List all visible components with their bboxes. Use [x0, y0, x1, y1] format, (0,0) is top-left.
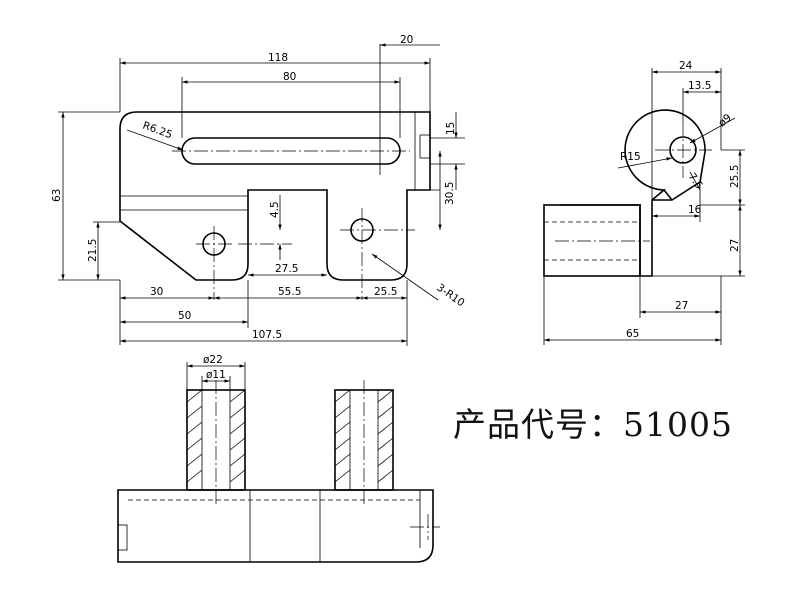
dim-21-5: 21.5: [87, 239, 99, 262]
bottom-view-base: [117, 489, 434, 563]
dim-30-5: 30.5: [444, 182, 456, 205]
dim-3-r10: 3-R10: [434, 282, 466, 310]
dim-27-side: 27: [729, 239, 741, 252]
dim-r6-25: R6.25: [141, 120, 174, 142]
dim-15: 15: [445, 122, 457, 135]
boss-left-hatch: [186, 389, 246, 483]
dim-27-bottom: 27: [675, 300, 688, 312]
dim-13-5: 13.5: [688, 80, 711, 92]
slot: [181, 137, 401, 165]
dim-r15: R15: [620, 151, 641, 163]
dim-4-5: 4.5: [269, 201, 281, 218]
dim-107-5: 107.5: [252, 329, 282, 341]
dim-phi11: ø11: [206, 369, 226, 381]
dim-50: 50: [178, 310, 191, 322]
side-arm: [652, 151, 706, 201]
bottom-view: [117, 380, 440, 563]
side-block: [543, 204, 641, 277]
dim-20: 20: [400, 34, 413, 46]
dim-55-5: 55.5: [278, 286, 301, 298]
dim-27-5: 27.5: [275, 263, 298, 275]
dim-16: 16: [688, 204, 702, 216]
front-view: [119, 111, 431, 300]
dim-phi22: ø22: [203, 354, 223, 366]
side-view: [543, 109, 712, 277]
boss-right-hatch: [334, 389, 394, 483]
bottom-dimensions: ø22 ø11: [186, 354, 246, 390]
dim-24: 24: [679, 60, 693, 72]
dim-30: 30: [150, 286, 163, 298]
side-arm-line: [689, 171, 701, 191]
front-view-outline: [119, 111, 431, 281]
dim-63: 63: [51, 189, 63, 202]
side-dimensions: 24 13.5 ø9 R15 7.5 25.5 27 16 27 65: [543, 60, 745, 345]
dim-25-5-side: 25.5: [729, 165, 741, 188]
dim-25-5-front: 25.5: [374, 286, 397, 298]
dim-118: 118: [268, 52, 288, 64]
bottom-tab: [117, 524, 128, 551]
dim-65: 65: [626, 328, 639, 340]
side-view-head: [560, 109, 706, 277]
product-code-label: 产品代号：51005: [453, 405, 733, 444]
dim-80: 80: [283, 71, 296, 83]
